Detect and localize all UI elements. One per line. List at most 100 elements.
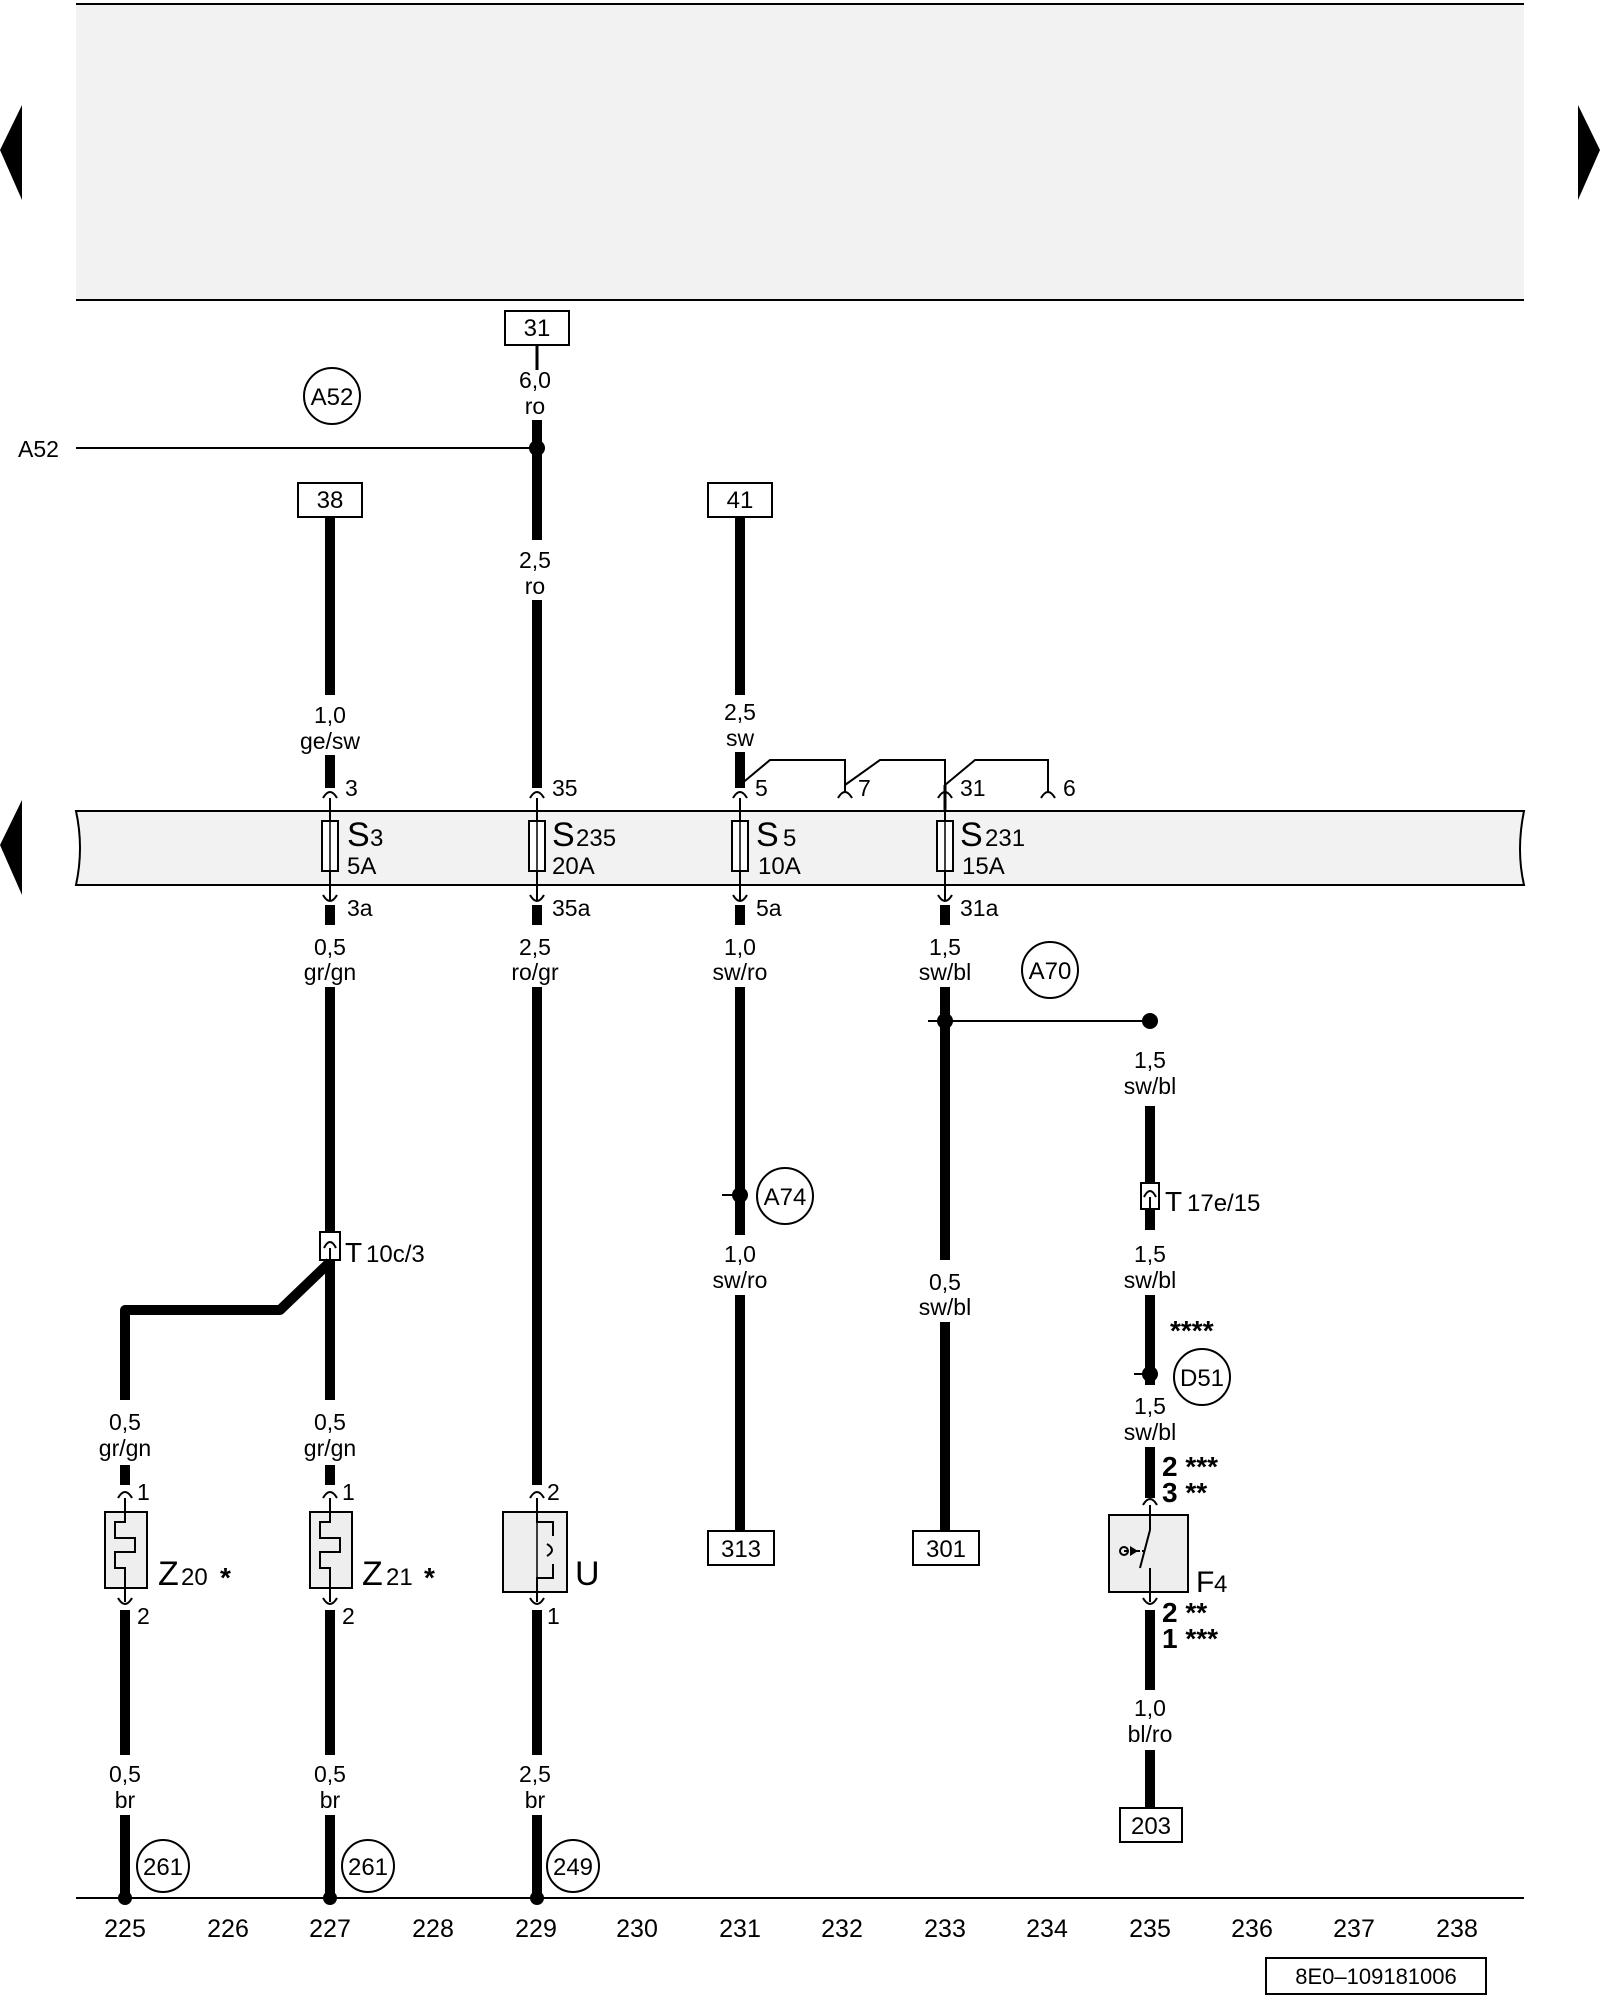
bridge-pin-7: 7 <box>858 775 871 801</box>
wire-label: sw/ro <box>713 959 768 985</box>
pin-cap <box>1142 1498 1158 1506</box>
wire-label: sw/bl <box>919 1294 971 1320</box>
switch-f4[interactable] <box>1108 1514 1189 1593</box>
fuse-s5-pin-out: 5a <box>756 895 782 921</box>
wire-label: 0,5 <box>929 1269 961 1295</box>
ref-box-31-label: 31 <box>524 315 551 342</box>
fuse-s235-name: S <box>552 816 575 854</box>
fuse-s231-pin-in: 31 <box>960 775 986 801</box>
wire-label: ro <box>525 573 545 599</box>
wire-label: ge/sw <box>300 728 360 754</box>
ground-ref-261b[interactable] <box>341 1839 395 1893</box>
fuse-panel <box>74 810 1526 886</box>
f4-stars-above: **** <box>1170 1315 1214 1346</box>
z20-star: * <box>220 1562 231 1593</box>
pin-cap <box>529 791 545 799</box>
pin-cap <box>322 894 338 902</box>
fuse-s235-num: 235 <box>576 825 616 852</box>
fuse-s5-rating: 10A <box>758 853 801 880</box>
z20-pin-bottom: 2 <box>137 1603 150 1629</box>
ground-ref-261a-label: 261 <box>143 1854 183 1881</box>
pin-cap <box>529 1491 545 1499</box>
wire-label: bl/ro <box>1128 1721 1173 1747</box>
fuse-s5-num: 5 <box>783 825 796 852</box>
f4-pin-bottom-a: 2 ** <box>1162 1597 1207 1628</box>
connector-t17e <box>1140 1182 1160 1210</box>
pin-cap <box>732 894 748 902</box>
nav-left-arrow-fuse-icon[interactable] <box>0 800 22 895</box>
wire-label: gr/gn <box>304 1435 356 1461</box>
ground-marker-a74-label: A74 <box>764 1184 807 1211</box>
wire-label: 0,5 <box>109 1409 141 1435</box>
pin-cap <box>837 791 853 799</box>
z20-num: 20 <box>181 1564 208 1591</box>
fuse-s3-name: S <box>347 816 370 854</box>
wire-label: br <box>525 1787 546 1813</box>
wire-label: br <box>115 1787 136 1813</box>
pin-cap <box>937 894 953 902</box>
scale-label: 228 <box>412 1915 454 1943</box>
fuse-s235[interactable] <box>528 820 546 872</box>
wire-label: sw/ro <box>713 1267 768 1293</box>
f4-name: F <box>1196 1566 1214 1599</box>
z20-pin-top: 1 <box>137 1479 150 1505</box>
fuse-s235-rating: 20A <box>552 853 595 880</box>
fuse-s3[interactable] <box>321 820 339 872</box>
scale-label: 225 <box>104 1915 146 1943</box>
ground-marker-a52 <box>303 367 361 425</box>
fuse-s5[interactable] <box>731 820 749 872</box>
ground-ref-249[interactable] <box>546 1839 600 1893</box>
scale-label: 236 <box>1231 1915 1273 1943</box>
ref-box-301[interactable] <box>912 1530 980 1566</box>
fuse-s231[interactable] <box>936 820 954 872</box>
connector-t10c-name: T <box>345 1237 362 1268</box>
relay-panel <box>76 4 1524 300</box>
heater-z21[interactable] <box>309 1511 353 1589</box>
bridge-pin-6: 6 <box>1063 775 1076 801</box>
connector-t10c-sub: 10c/3 <box>366 1241 425 1268</box>
ref-box-38-label: 38 <box>317 487 344 514</box>
fuse-s231-name: S <box>960 816 983 854</box>
wire-label: sw/bl <box>1124 1419 1176 1445</box>
nav-right-arrow-icon[interactable] <box>1578 105 1600 200</box>
z21-star: * <box>424 1562 435 1593</box>
f4-pin-top-a: 2 *** <box>1162 1451 1218 1482</box>
ref-box-313[interactable] <box>707 1530 775 1566</box>
wire-label: sw/bl <box>1124 1073 1176 1099</box>
heater-z20[interactable] <box>104 1511 148 1589</box>
scale-label: 234 <box>1026 1915 1068 1943</box>
wire-label: sw <box>726 725 755 751</box>
f4-pin-top-b: 3 ** <box>1162 1477 1207 1508</box>
scale-label: 232 <box>821 1915 863 1943</box>
scale-label: 237 <box>1333 1915 1375 1943</box>
wire-label: 1,5 <box>1134 1241 1166 1267</box>
u-pin-top: 2 <box>547 1479 560 1505</box>
wire-label: gr/gn <box>304 959 356 985</box>
ref-box-41 <box>707 482 773 518</box>
ground-marker-d51-label: D51 <box>1180 1365 1224 1392</box>
pin-cap <box>322 1597 338 1605</box>
nav-left-arrow-icon[interactable] <box>0 105 22 200</box>
ground-marker-a74 <box>756 1167 814 1225</box>
fuse-s231-num: 231 <box>985 825 1025 852</box>
ref-box-203[interactable] <box>1119 1807 1183 1843</box>
pin-cap <box>529 1597 545 1605</box>
fuse-s235-pin-out: 35a <box>552 895 591 921</box>
pin-cap <box>117 1597 133 1605</box>
fuse-s3-pin-in: 3 <box>345 775 358 801</box>
pin-cap <box>1142 1597 1158 1605</box>
wire-label: 1,0 <box>724 1241 756 1267</box>
wire-label: ro/gr <box>511 959 559 985</box>
f4-pin-bottom-b: 1 *** <box>1162 1623 1218 1654</box>
ref-box-301-label: 301 <box>926 1536 966 1563</box>
wire-label: 2,5 <box>724 699 756 725</box>
wire-label: ro <box>525 393 545 419</box>
doc-id-box <box>1265 1957 1487 1995</box>
z21-name: Z <box>362 1555 383 1593</box>
fuse-s235-pin-in: 35 <box>552 775 578 801</box>
fuse-bridge <box>844 759 946 793</box>
wire-z20 <box>120 1258 334 1400</box>
ground-ref-261a[interactable] <box>136 1839 190 1893</box>
socket-u[interactable] <box>502 1511 568 1593</box>
wire-label: 6,0 <box>519 367 551 393</box>
